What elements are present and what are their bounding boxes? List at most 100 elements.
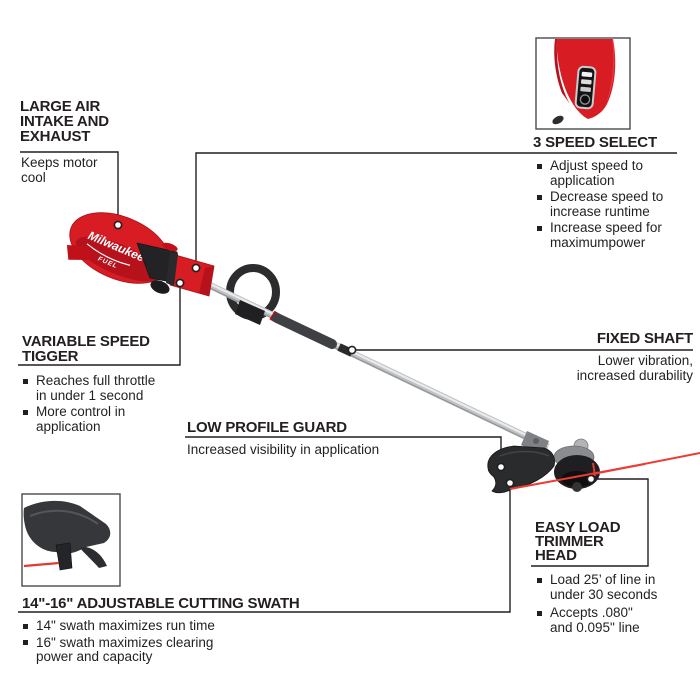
marker-large-air <box>113 220 123 230</box>
bullet-item: More control in application <box>22 404 155 434</box>
bullet-line: increase runtime <box>550 203 650 219</box>
speed-selector-panel <box>574 65 597 110</box>
guard-inset-image <box>21 493 121 587</box>
callout-markers <box>113 220 596 488</box>
speed-bar-2 <box>580 79 592 85</box>
callout-speed-select-bullets: Adjust speed to application Decrease spe… <box>536 158 664 252</box>
callout-speed-select: 3 SPEED SELECT <box>533 135 657 150</box>
bullet-line: power and capacity <box>36 649 153 664</box>
bullet-item: Accepts .080" and 0.095" line <box>536 605 657 635</box>
title-line: 3 SPEED SELECT <box>533 134 657 151</box>
callout-large-air-body: Keeps motor cool <box>21 155 98 185</box>
bullet-line: More control in <box>36 404 126 419</box>
bullet-line: Accepts .080" <box>550 605 633 620</box>
bullet-list: Load 25’ of line in under 30 seconds Acc… <box>536 572 658 635</box>
rear-collar <box>166 252 178 286</box>
bullet-item: Load 25’ of line in under 30 seconds <box>536 572 658 602</box>
callout-low-profile-guard: LOW PROFILE GUARD <box>187 420 347 435</box>
marker-fixed-shaft <box>347 345 357 355</box>
title-line: EXHAUST <box>20 128 91 145</box>
marker-speed-select <box>191 263 201 273</box>
bullet-list: Adjust speed to application Decrease spe… <box>536 158 664 250</box>
air-intake-fin <box>66 245 93 261</box>
rear-housing-shade <box>199 266 214 296</box>
speed-bar-1 <box>581 71 593 78</box>
title-line: INTAKE AND <box>20 113 109 130</box>
guard-mount-tab <box>55 542 73 571</box>
spool-bump-cap <box>572 482 582 492</box>
motor-housing-shade <box>75 236 160 282</box>
title-line: HEAD <box>535 547 577 564</box>
handle-closeup-highlight <box>606 39 615 104</box>
title-line: LOW PROFILE GUARD <box>187 419 347 436</box>
marker-easy-load <box>586 474 596 484</box>
body-line: increased durability <box>576 367 693 383</box>
bullet-line: Decrease speed to <box>550 189 664 204</box>
handle-slot <box>552 115 564 125</box>
title-line: VARIABLE SPEED <box>22 333 150 350</box>
callout-variable-speed: VARIABLE SPEED TIGGER <box>22 334 150 364</box>
title-line: LARGE AIR <box>20 98 101 115</box>
bullet-item: 16" swath maximizes clearing power and c… <box>22 634 215 665</box>
title-line: 14"-16" ADJUSTABLE CUTTING SWATH <box>22 595 300 612</box>
trigger <box>150 280 170 294</box>
marker-variable-speed <box>175 278 185 288</box>
callout-title: LOW PROFILE GUARD <box>187 420 347 435</box>
bullet-line: maximumpower <box>550 234 646 250</box>
callout-line-large-air <box>20 151 119 221</box>
callout-line-cutting-swath <box>18 487 511 613</box>
speed-bar-3 <box>580 86 591 93</box>
handle-clamp <box>235 300 265 325</box>
title-line: TRIMMER <box>535 533 604 550</box>
guard-closeup-body <box>23 500 111 554</box>
guard-closeup-ridge <box>29 509 99 525</box>
bullet-line: under 30 seconds <box>550 586 658 602</box>
shaft-highlight <box>206 281 549 447</box>
title-line: EASY LOAD <box>535 519 621 536</box>
callout-lines <box>18 151 693 613</box>
callout-large-air: LARGE AIR INTAKE AND EXHAUST <box>20 99 109 144</box>
bullet-item: Decrease speed to increase runtime <box>536 189 664 219</box>
bullet-item: Adjust speed to application <box>536 158 663 188</box>
title-line: TIGGER <box>22 348 79 365</box>
body-line: Lower vibration, <box>597 353 693 368</box>
guard-closeup-tip <box>80 547 107 568</box>
title-line: FIXED SHAFT <box>596 330 693 347</box>
bullet-item: 14" swath maximizes run time <box>22 618 215 634</box>
callout-title: LARGE AIR INTAKE AND EXHAUST <box>20 99 109 144</box>
bullet-line: 16" swath maximizes clearing <box>36 634 214 650</box>
trimmer-line-right <box>592 452 700 475</box>
marker-low-profile <box>496 462 506 472</box>
inset-trimmer-line <box>23 561 60 568</box>
callout-line-easy-load <box>531 478 649 567</box>
callout-easy-load-bullets: Load 25’ of line in under 30 seconds Acc… <box>536 572 658 637</box>
gearbox-bolt <box>533 438 539 444</box>
body-line: Increased visibility in application <box>187 442 380 457</box>
bullet-line: application <box>36 418 101 434</box>
callout-title: VARIABLE SPEED TIGGER <box>22 334 150 364</box>
foam-grip <box>272 313 337 349</box>
bullet-line: Increase speed for <box>550 220 662 235</box>
callout-fixed-shaft: FIXED SHAFT <box>597 331 693 346</box>
callout-line-speed-select <box>195 152 677 264</box>
bullet-line: and 0.095" line <box>550 619 640 635</box>
bullet-line: 14" swath maximizes run time <box>36 618 215 633</box>
callout-line-variable-speed <box>18 287 181 366</box>
trimmer-line-red <box>509 452 700 490</box>
callout-title: 3 SPEED SELECT <box>533 135 657 150</box>
callout-fixed-shaft-body: Lower vibration, increased durability <box>576 353 693 383</box>
motor-housing: Milwaukee FUEL <box>66 212 215 297</box>
callout-low-profile-guard-body: Increased visibility in application <box>187 442 380 458</box>
callout-cutting-swath: 14"-16" ADJUSTABLE CUTTING SWATH <box>22 596 300 611</box>
callout-title: 14"-16" ADJUSTABLE CUTTING SWATH <box>22 596 300 611</box>
callout-variable-speed-bullets: Reaches full throttle in under 1 second … <box>22 373 156 436</box>
bullet-line: Load 25’ of line in <box>550 572 656 587</box>
handle-closeup-shade <box>554 39 570 104</box>
callout-easy-load: EASY LOAD TRIMMER HEAD <box>535 519 621 564</box>
bullet-line: Reaches full throttle <box>36 373 156 388</box>
bullet-item: Increase speed for maximumpower <box>536 220 663 250</box>
guard-ridge <box>499 450 550 457</box>
bullet-item: Reaches full throttle in under 1 second <box>22 373 156 403</box>
